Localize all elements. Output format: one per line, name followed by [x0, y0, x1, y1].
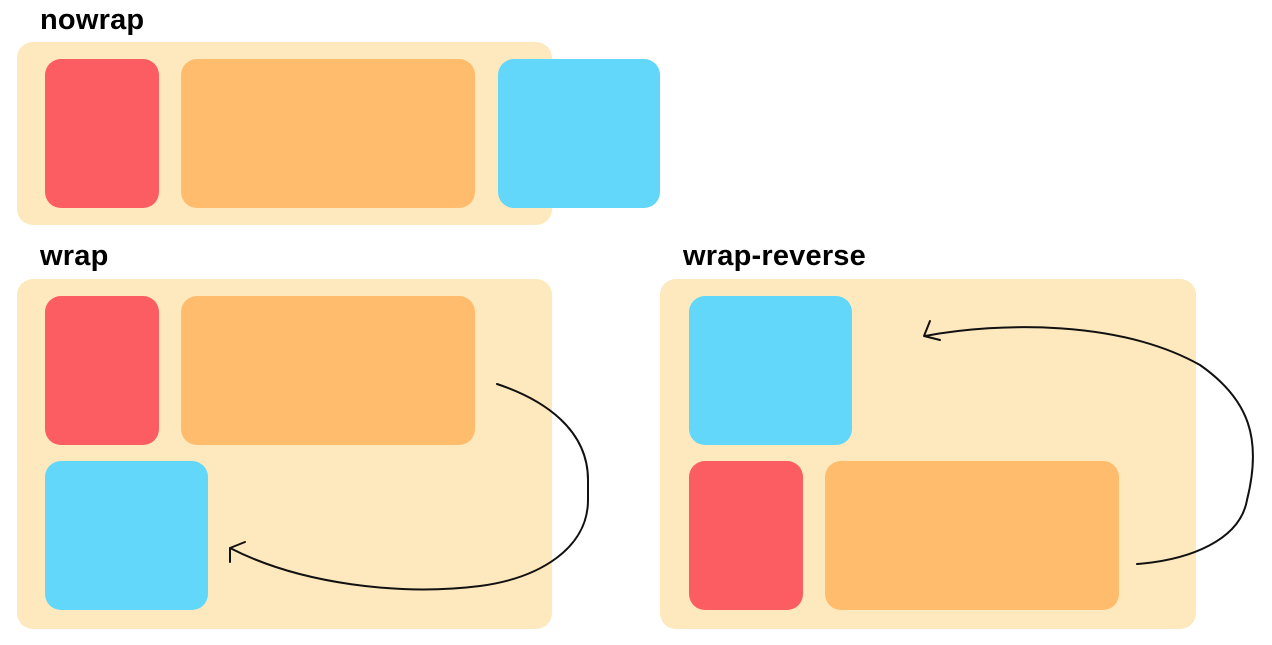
wrap-title: wrap	[40, 240, 109, 272]
wrap-reverse-orange-item	[825, 461, 1119, 610]
wrap-orange-item	[181, 296, 475, 445]
wrap-reverse-arrow-curve	[924, 326, 1254, 565]
wrap-arrowhead	[229, 541, 246, 563]
wrap-reverse-title: wrap-reverse	[683, 240, 866, 272]
nowrap-title: nowrap	[40, 4, 145, 36]
nowrap-blue-item	[498, 59, 660, 208]
nowrap-orange-item	[181, 59, 475, 208]
wrap-reverse-blue-item	[689, 296, 852, 445]
wrap-red-item	[45, 296, 159, 445]
wrap-reverse-arrowhead	[923, 320, 941, 341]
wrap-arrow-curve	[229, 383, 589, 591]
wrap-reverse-red-item	[689, 461, 803, 610]
nowrap-red-item	[45, 59, 159, 208]
wrap-blue-item	[45, 461, 208, 610]
